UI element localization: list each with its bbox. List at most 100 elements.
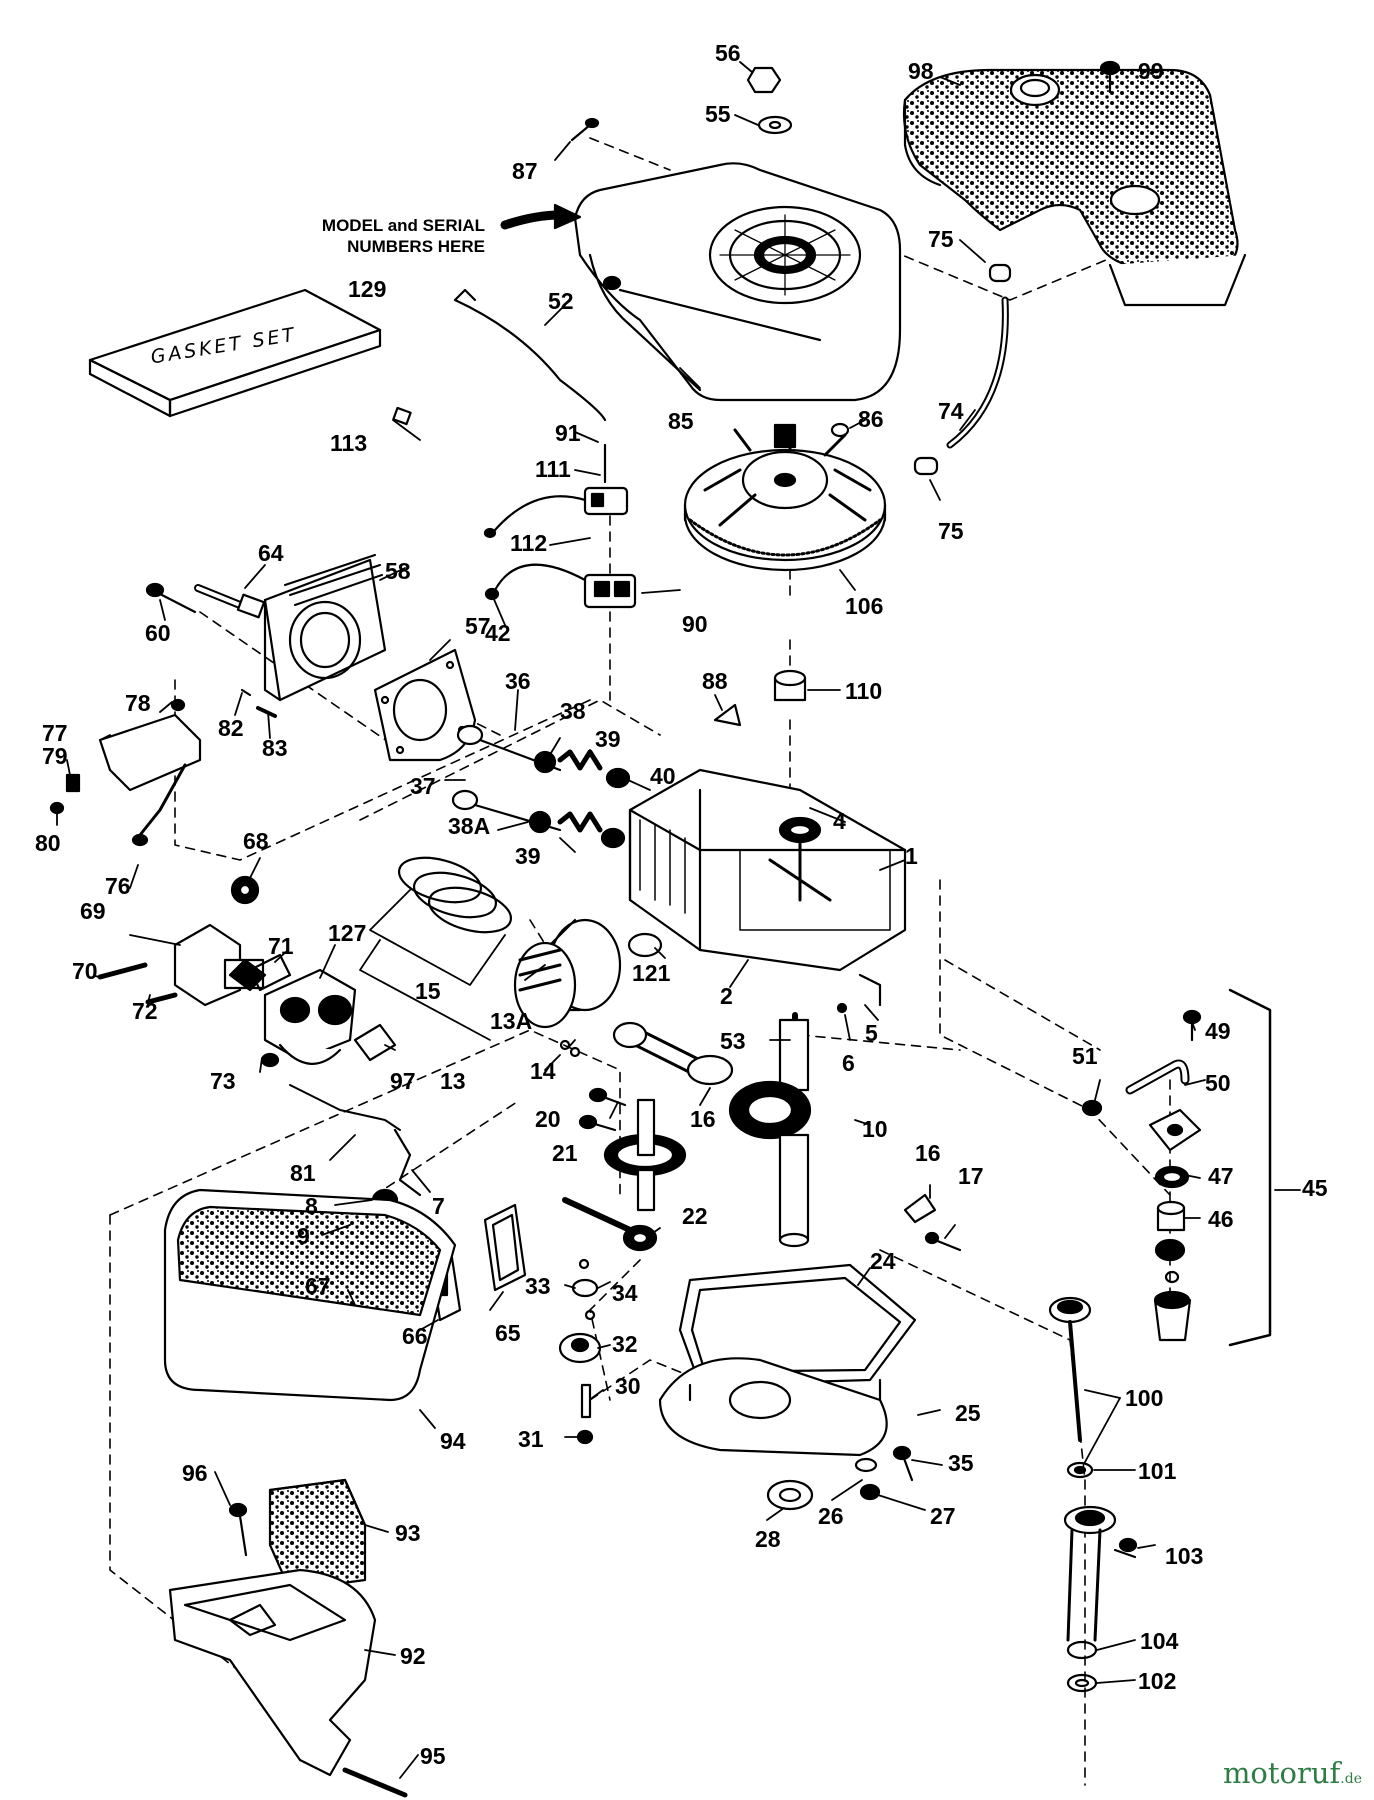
- part-label-52: 52: [548, 288, 574, 314]
- part-label-96: 96: [182, 1460, 208, 1486]
- gasket-97: [353, 1023, 397, 1062]
- intake-elbow: [97, 923, 267, 1007]
- dipstick: [1048, 1296, 1092, 1442]
- part-label-45: 45: [1302, 1175, 1328, 1201]
- governor-bracket: [49, 698, 202, 847]
- piston-rings: [369, 856, 512, 986]
- clip-113: [392, 406, 412, 426]
- model-serial-note: MODEL and SERIAL NUMBERS HERE: [305, 215, 485, 257]
- part-label-27: 27: [930, 1503, 956, 1529]
- air-cleaner-base: [168, 1568, 377, 1777]
- part-label-65: 65: [495, 1320, 521, 1346]
- screw-86: [830, 422, 850, 438]
- part-label-16b: 16: [915, 1140, 941, 1166]
- part-label-104: 104: [1140, 1628, 1179, 1654]
- part-label-38A: 38A: [448, 813, 491, 839]
- part-68: [230, 875, 260, 905]
- part-label-42: 42: [485, 620, 511, 646]
- screw-17: [933, 1238, 962, 1252]
- part-label-37: 37: [410, 773, 436, 799]
- gasket-65: [483, 1203, 527, 1292]
- part-label-69: 69: [80, 898, 106, 924]
- part-label-34: 34: [612, 1280, 638, 1306]
- part-label-92: 92: [400, 1643, 426, 1669]
- cylinder-head: [263, 554, 387, 702]
- part-label-81: 81: [290, 1160, 316, 1186]
- part-label-7: 7: [432, 1193, 445, 1219]
- washer-101: [1066, 1461, 1094, 1479]
- note-line-2: NUMBERS HERE: [347, 237, 485, 256]
- part-label-33: 33: [525, 1273, 551, 1299]
- part-label-6: 6: [842, 1050, 855, 1076]
- part-label-95: 95: [420, 1743, 446, 1769]
- clamp-75: [988, 263, 1012, 283]
- part-label-31: 31: [518, 1426, 544, 1452]
- part-label-112: 112: [510, 530, 548, 556]
- part-label-35: 35: [948, 1450, 974, 1476]
- clamp-16: [903, 1193, 937, 1224]
- part-label-110: 110: [845, 678, 883, 704]
- part-label-88: 88: [702, 668, 728, 694]
- plug-27: [859, 1483, 881, 1501]
- bolt-95: [342, 1767, 408, 1798]
- part-label-127: 127: [328, 920, 367, 946]
- part-label-99: 99: [1138, 58, 1164, 84]
- part-label-13A: 13A: [490, 1008, 533, 1034]
- pin-30: [580, 1383, 592, 1419]
- spring-7: [393, 1128, 422, 1197]
- head-gasket: [373, 648, 477, 762]
- part-label-86: 86: [858, 406, 884, 432]
- valve-springs: [528, 749, 631, 849]
- part-label-38: 38: [560, 698, 586, 724]
- screw-103: [1113, 1537, 1138, 1559]
- bolt-87: [570, 117, 600, 142]
- part-label-9: 9: [297, 1223, 310, 1249]
- part-label-5: 5: [865, 1020, 878, 1046]
- part-label-39a: 39: [595, 726, 621, 752]
- piston: [359, 918, 622, 1041]
- part-label-103: 103: [1165, 1543, 1204, 1569]
- part-label-75b: 75: [938, 518, 964, 544]
- part-label-47: 47: [1208, 1163, 1234, 1189]
- washer-55: [757, 115, 793, 135]
- part-label-40: 40: [650, 763, 676, 789]
- part-label-20: 20: [535, 1106, 561, 1132]
- spark-plug: [194, 584, 266, 619]
- part-label-8: 8: [305, 1193, 318, 1219]
- part-label-94: 94: [440, 1428, 466, 1454]
- part-label-46: 46: [1208, 1206, 1234, 1232]
- part-label-129: 129: [348, 276, 387, 302]
- cylinder-block: [628, 768, 907, 972]
- part-label-102: 102: [1138, 1668, 1177, 1694]
- part-label-4: 4: [833, 808, 846, 834]
- screw-96: [228, 1502, 248, 1557]
- part-label-57: 57: [465, 613, 491, 639]
- part-label-15: 15: [415, 978, 441, 1004]
- watermark: motoruf.de: [1223, 1756, 1362, 1790]
- part-label-58: 58: [385, 558, 411, 584]
- part-label-26: 26: [818, 1503, 844, 1529]
- part-label-21: 21: [552, 1140, 578, 1166]
- gasket-121: [627, 932, 663, 958]
- part-label-39b: 39: [515, 843, 541, 869]
- part-label-70: 70: [72, 958, 98, 984]
- seal-28: [766, 1479, 814, 1511]
- part-label-16a: 16: [690, 1106, 716, 1132]
- part-label-90: 90: [682, 611, 708, 637]
- gasket-set: [88, 288, 382, 418]
- leader-lines: [56, 61, 1301, 1779]
- part-label-111: 111: [535, 456, 571, 482]
- part-33: [571, 1278, 599, 1298]
- crankshaft: [728, 1018, 812, 1248]
- part-label-68: 68: [243, 828, 269, 854]
- bolt-60: [145, 582, 197, 614]
- connecting-rod: [612, 1021, 734, 1086]
- part-label-85: 85: [668, 408, 694, 434]
- part-label-76: 76: [105, 873, 131, 899]
- part-label-50: 50: [1205, 1070, 1231, 1096]
- part-51: [1081, 1099, 1103, 1117]
- wire-52: [453, 298, 607, 422]
- part-label-71: 71: [268, 933, 294, 959]
- part-label-113: 113: [330, 430, 368, 456]
